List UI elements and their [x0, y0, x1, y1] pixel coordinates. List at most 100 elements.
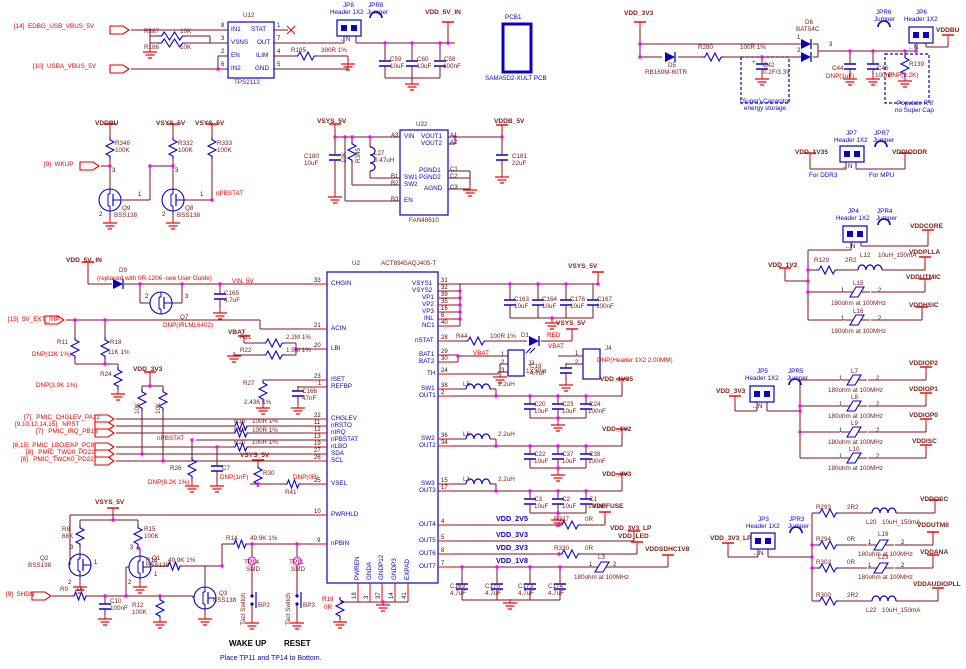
power-flag-icon — [592, 271, 604, 278]
capacitor-symbol — [552, 449, 564, 464]
junction-dot — [584, 444, 588, 448]
tact-switch-symbol[interactable] — [295, 591, 302, 609]
junction-dot — [500, 135, 504, 139]
resistor-symbol — [233, 441, 249, 453]
capacitor-symbol — [406, 56, 418, 71]
ground-symbol — [503, 599, 517, 610]
junction-dot — [584, 394, 588, 398]
power-flag-icon — [628, 530, 640, 537]
junction-dot — [220, 564, 224, 568]
capacitor-symbol — [211, 461, 223, 476]
resistor-symbol — [263, 349, 285, 361]
resistor-symbol — [233, 420, 249, 432]
junction-dot — [216, 67, 220, 71]
inductor-symbol — [369, 146, 376, 172]
junction-dot — [446, 41, 450, 45]
capacitor-symbol — [379, 56, 391, 71]
power-flag-icon — [804, 152, 816, 159]
junction-dot — [903, 49, 907, 53]
ferrite-bead-symbol — [841, 374, 867, 386]
junction-dot — [453, 135, 457, 139]
resistor-symbol — [99, 337, 111, 359]
offpage-connector-icon — [94, 428, 115, 438]
resistor-symbol — [72, 590, 88, 602]
capacitor-symbol — [524, 399, 536, 414]
ground-symbol — [198, 615, 212, 626]
resistor-symbol — [285, 478, 301, 490]
jumper-header[interactable] — [908, 26, 934, 44]
junction-dot — [368, 135, 372, 139]
junction-dot — [148, 384, 152, 388]
junction-dot — [140, 452, 144, 456]
junction-dot — [528, 444, 532, 448]
jumper-header[interactable] — [749, 385, 775, 403]
junction-dot — [556, 444, 560, 448]
resistor-symbol — [154, 597, 166, 619]
offpage-connector-icon — [44, 315, 65, 325]
jumper-arc-icon — [369, 11, 383, 19]
junction-dot — [103, 318, 107, 322]
capacitor-symbol — [524, 494, 536, 509]
junction-dot — [294, 347, 298, 351]
resistor-symbol — [136, 389, 148, 411]
tact-switch-symbol[interactable] — [250, 591, 257, 609]
capacitor-symbol — [496, 150, 508, 165]
resistor-symbol — [158, 30, 186, 42]
junction-dot — [848, 49, 852, 53]
jumper-header[interactable] — [839, 145, 865, 163]
capacitor-symbol — [214, 289, 226, 304]
junction-dot — [215, 445, 219, 449]
capacitor-symbol — [292, 386, 304, 401]
capacitor-symbol — [532, 295, 544, 310]
capacitor-symbol — [580, 399, 592, 414]
ground-symbol — [333, 618, 347, 629]
offpage-connector-icon — [109, 64, 130, 74]
power-flag-icon — [634, 21, 646, 28]
power-flag-icon — [238, 335, 250, 342]
capacitor-symbol — [580, 449, 592, 464]
offpage-connector-icon — [109, 25, 130, 35]
junction-dot — [798, 404, 802, 408]
ground-symbol — [290, 619, 304, 630]
resistor-symbol — [817, 507, 839, 519]
capacitor-symbol — [456, 579, 468, 594]
junction-dot — [136, 546, 140, 550]
resistor-symbol — [167, 137, 179, 159]
component-box — [399, 129, 449, 216]
ground-symbol — [166, 219, 180, 230]
junction-dot — [343, 135, 347, 139]
ferrite-bead-symbol — [868, 539, 894, 551]
junction-dot — [148, 28, 152, 32]
junction-dot — [138, 282, 142, 286]
junction-dot — [458, 296, 462, 300]
junction-dot — [536, 282, 540, 286]
resistor-symbol — [817, 595, 839, 607]
junction-dot — [806, 290, 810, 294]
ground-symbol — [98, 615, 112, 626]
power-flag-icon — [899, 152, 911, 159]
power-flag-icon — [729, 395, 741, 402]
power-flag-icon — [616, 378, 628, 385]
ground-symbol — [210, 482, 224, 493]
diode-symbol — [113, 279, 124, 289]
ground-symbol — [843, 75, 857, 86]
ground-symbol — [328, 193, 342, 204]
mosfet-symbol — [98, 188, 122, 212]
power-flag-icon — [616, 428, 628, 435]
power-flag-icon — [599, 511, 611, 518]
jumper-header[interactable] — [336, 19, 362, 37]
power-flag-icon — [631, 541, 643, 548]
jumper-header[interactable] — [842, 225, 868, 243]
diode-symbol — [801, 39, 812, 49]
resistor-symbol — [206, 137, 218, 159]
ground-symbol — [495, 173, 509, 184]
power-flag-icon — [920, 392, 932, 399]
jumper-header[interactable] — [750, 532, 776, 550]
power-flag-icon — [566, 328, 578, 335]
resistor-symbol — [69, 337, 81, 359]
capacitor-symbol — [560, 363, 572, 378]
power-flag-icon — [82, 261, 94, 268]
resistor-symbol — [346, 141, 358, 163]
junction-dot — [494, 489, 498, 493]
